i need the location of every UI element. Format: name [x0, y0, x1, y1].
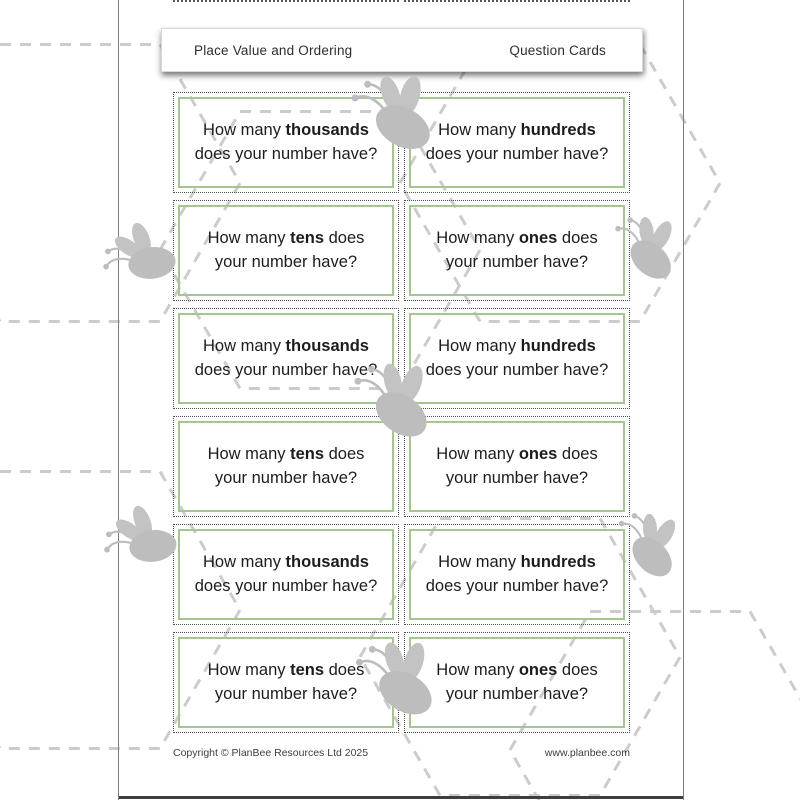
- page-subtitle: Question Cards: [509, 42, 606, 58]
- question-text: How many thousands does your number have…: [194, 337, 378, 379]
- bee-icon: [608, 211, 684, 290]
- worksheet-page: Place Value and Ordering Question Cards …: [118, 0, 684, 800]
- cut-line-remnant: [404, 0, 630, 4]
- question-card: How many ones does your number have?: [404, 200, 630, 301]
- question-text: How many tens does your number have?: [207, 229, 365, 271]
- question-text: How many ones does your number have?: [436, 661, 598, 703]
- question-card: How many hundreds does your number have?: [404, 92, 630, 193]
- question-text: How many thousands does your number have…: [194, 553, 378, 595]
- question-text: How many thousands does your number have…: [194, 121, 378, 163]
- page-footer: Copyright © PlanBee Resources Ltd 2025 w…: [173, 747, 630, 759]
- question-card: How many thousands does your number have…: [173, 92, 399, 193]
- question-card: How many hundreds does your number have?: [404, 524, 630, 625]
- question-text: How many hundreds does your number have?: [425, 553, 609, 595]
- cut-line-remnant: [173, 0, 399, 4]
- question-text: How many hundreds does your number have?: [425, 337, 609, 379]
- question-card-inner: How many ones does your number have?: [409, 421, 625, 512]
- question-card-inner: How many thousands does your number have…: [178, 97, 394, 188]
- card-grid: How many thousands does your number have…: [173, 92, 630, 733]
- website-text: www.planbee.com: [544, 747, 630, 759]
- question-card-inner: How many tens does your number have?: [178, 637, 394, 728]
- question-card: How many tens does your number have?: [173, 200, 399, 301]
- question-card-inner: How many thousands does your number have…: [178, 529, 394, 620]
- bee-icon: [348, 68, 442, 166]
- question-card-inner: How many thousands does your number have…: [178, 313, 394, 404]
- question-card: How many tens does your number have?: [173, 416, 399, 517]
- page-bottom-edge: [119, 796, 683, 799]
- question-card: How many ones does your number have?: [404, 416, 630, 517]
- question-card-inner: How many ones does your number have?: [409, 205, 625, 296]
- question-card-inner: How many tens does your number have?: [178, 205, 394, 296]
- question-card-inner: How many hundreds does your number have?: [409, 97, 625, 188]
- question-card-inner: How many hundreds does your number have?: [409, 529, 625, 620]
- question-text: How many hundreds does your number have?: [425, 121, 609, 163]
- copyright-text: Copyright © PlanBee Resources Ltd 2025: [173, 747, 369, 759]
- question-card: How many hundreds does your number have?: [404, 308, 630, 409]
- question-text: How many tens does your number have?: [207, 661, 365, 703]
- question-card: How many thousands does your number have…: [173, 524, 399, 625]
- question-text: How many tens does your number have?: [207, 445, 365, 487]
- question-text: How many ones does your number have?: [436, 445, 598, 487]
- question-text: How many ones does your number have?: [436, 229, 598, 271]
- question-card: How many tens does your number have?: [173, 632, 399, 733]
- header-bar: Place Value and Ordering Question Cards: [161, 28, 643, 72]
- bee-icon: [353, 360, 437, 448]
- bee-icon: [608, 506, 688, 589]
- question-card-inner: How many tens does your number have?: [178, 421, 394, 512]
- bee-icon: [353, 636, 443, 729]
- page-title: Place Value and Ordering: [194, 42, 353, 58]
- question-card-inner: How many hundreds does your number have?: [409, 313, 625, 404]
- question-card: How many thousands does your number have…: [173, 308, 399, 409]
